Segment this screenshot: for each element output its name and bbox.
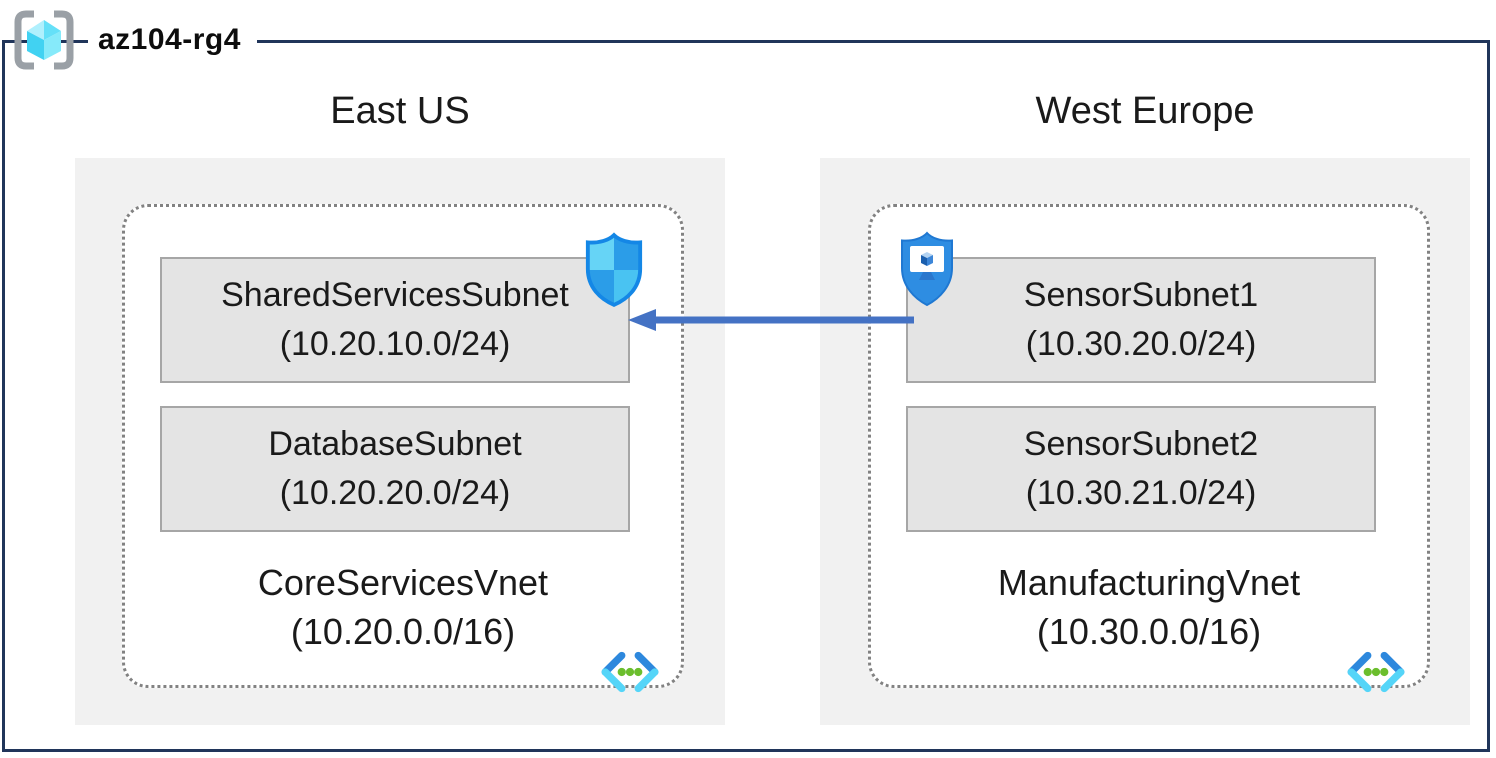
subnet-name: SensorSubnet1 bbox=[1023, 275, 1259, 314]
vnet-cidr: (10.30.0.0/16) bbox=[1036, 610, 1262, 652]
vnet-cidr: (10.20.0.0/16) bbox=[290, 610, 516, 652]
region-label-east-us: East US bbox=[330, 90, 470, 132]
resource-group-border bbox=[2, 40, 1490, 752]
subnet-sensor2: SensorSubnet2 (10.30.21.0/24) bbox=[906, 406, 1376, 532]
resource-group-header: az104-rg4 bbox=[12, 8, 257, 72]
subnet-name: DatabaseSubnet bbox=[268, 424, 522, 463]
subnet-sharedservices: SharedServicesSubnet (10.20.10.0/24) bbox=[160, 257, 630, 383]
subnet-cidr: (10.30.20.0/24) bbox=[1025, 325, 1257, 363]
subnet-database: DatabaseSubnet (10.20.20.0/24) bbox=[160, 406, 630, 532]
subnet-cidr: (10.20.20.0/24) bbox=[279, 474, 511, 512]
vnet-label-manufacturing: ManufacturingVnet (10.30.0.0/16) bbox=[871, 559, 1427, 656]
region-label-west-europe: West Europe bbox=[1035, 90, 1255, 132]
application-security-group-shield-icon bbox=[901, 231, 953, 307]
peering-arrow bbox=[628, 309, 914, 331]
vnet-name: ManufacturingVnet bbox=[997, 562, 1301, 603]
network-security-group-shield-icon bbox=[585, 232, 643, 307]
vnet-label-coreservices: CoreServicesVnet (10.20.0.0/16) bbox=[125, 559, 681, 656]
subnet-cidr: (10.30.21.0/24) bbox=[1025, 474, 1257, 512]
resource-group-icon bbox=[14, 10, 74, 70]
subnet-cidr: (10.20.10.0/24) bbox=[279, 325, 511, 363]
subnet-sensor1: SensorSubnet1 (10.30.20.0/24) bbox=[906, 257, 1376, 383]
subnet-name: SharedServicesSubnet bbox=[221, 275, 569, 314]
virtual-network-icon bbox=[1347, 651, 1405, 693]
vnet-box-coreservices: SharedServicesSubnet (10.20.10.0/24) Dat… bbox=[122, 204, 684, 693]
vnet-name: CoreServicesVnet bbox=[257, 562, 549, 603]
vnet-box-manufacturing: SensorSubnet1 (10.30.20.0/24) SensorSubn… bbox=[868, 204, 1430, 693]
subnet-name: SensorSubnet2 bbox=[1023, 424, 1259, 463]
virtual-network-icon bbox=[601, 651, 659, 693]
resource-group-title: az104-rg4 bbox=[88, 21, 257, 59]
